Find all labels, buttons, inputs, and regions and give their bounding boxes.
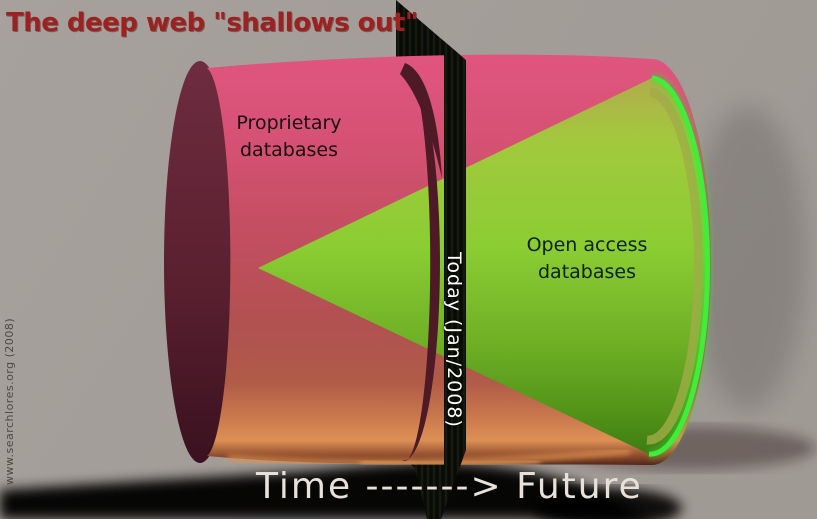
watermark-text: www.searchlores.org (2008)	[3, 317, 16, 485]
open-access-cone	[258, 78, 708, 455]
cone-base-rim	[648, 75, 710, 457]
today-plane-label: Today (Jan/2008)	[443, 252, 465, 428]
cylinder-cut-rim	[402, 65, 440, 461]
ground-shadow-right	[534, 488, 682, 519]
wall-cast-shadow	[690, 106, 806, 410]
time-plane-front	[444, 41, 466, 511]
cylinder-left-cap	[164, 61, 236, 463]
open-access-databases-label: Open access databases	[526, 234, 648, 283]
time-axis-label: Time -------> Future	[256, 466, 643, 507]
proprietary-databases-label: Proprietary databases	[236, 112, 342, 161]
cone-base-inner-band	[646, 87, 703, 445]
diagram-title: The deep web "shallows out"	[6, 8, 418, 38]
ground-shadow	[0, 462, 648, 519]
cylinder-bottom-glow	[227, 448, 631, 466]
cylinder-bottom-glow-hot	[359, 459, 541, 467]
cylinder-cut-rim-top	[400, 63, 442, 178]
